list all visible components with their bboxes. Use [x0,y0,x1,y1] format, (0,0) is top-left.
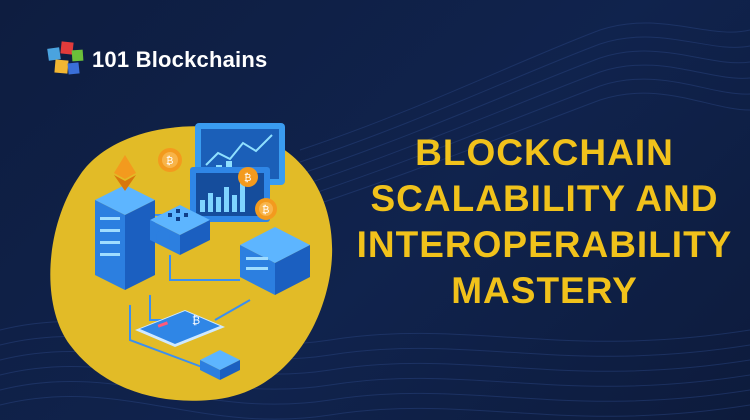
bitcoin-coin-icon-2: ₿ [238,167,258,187]
small-chip-stack-icon [200,350,240,380]
blockchain-network-illustration: ₿ ₿ ₿ ₿ [50,123,333,401]
brand-logo[interactable]: 101 Blockchains [46,40,267,80]
headline-line-2: SCALABILITY AND [370,178,719,219]
svg-text:₿: ₿ [166,155,173,167]
server-block-icon [240,227,310,295]
headline-line-1: BLOCKCHAIN [415,132,674,173]
bitcoin-coin-icon-3: ₿ [255,198,277,220]
ethereum-icon [114,155,136,191]
network-node-icon [156,230,170,244]
svg-text:₿: ₿ [244,172,251,184]
svg-text:₿: ₿ [192,314,200,327]
headline-line-4: MASTERY [451,270,638,311]
svg-text:₿: ₿ [262,204,269,216]
headline: BLOCKCHAIN SCALABILITY AND INTEROPERABIL… [352,130,737,314]
brand-name: 101 Blockchains [92,47,268,72]
cube-cluster-logo-icon [47,41,84,75]
laptop-icon: ₿ [135,310,225,347]
headline-line-3: INTEROPERABILITY [356,224,733,265]
server-rack-icon [95,185,155,290]
bitcoin-coin-icon: ₿ [158,148,182,172]
